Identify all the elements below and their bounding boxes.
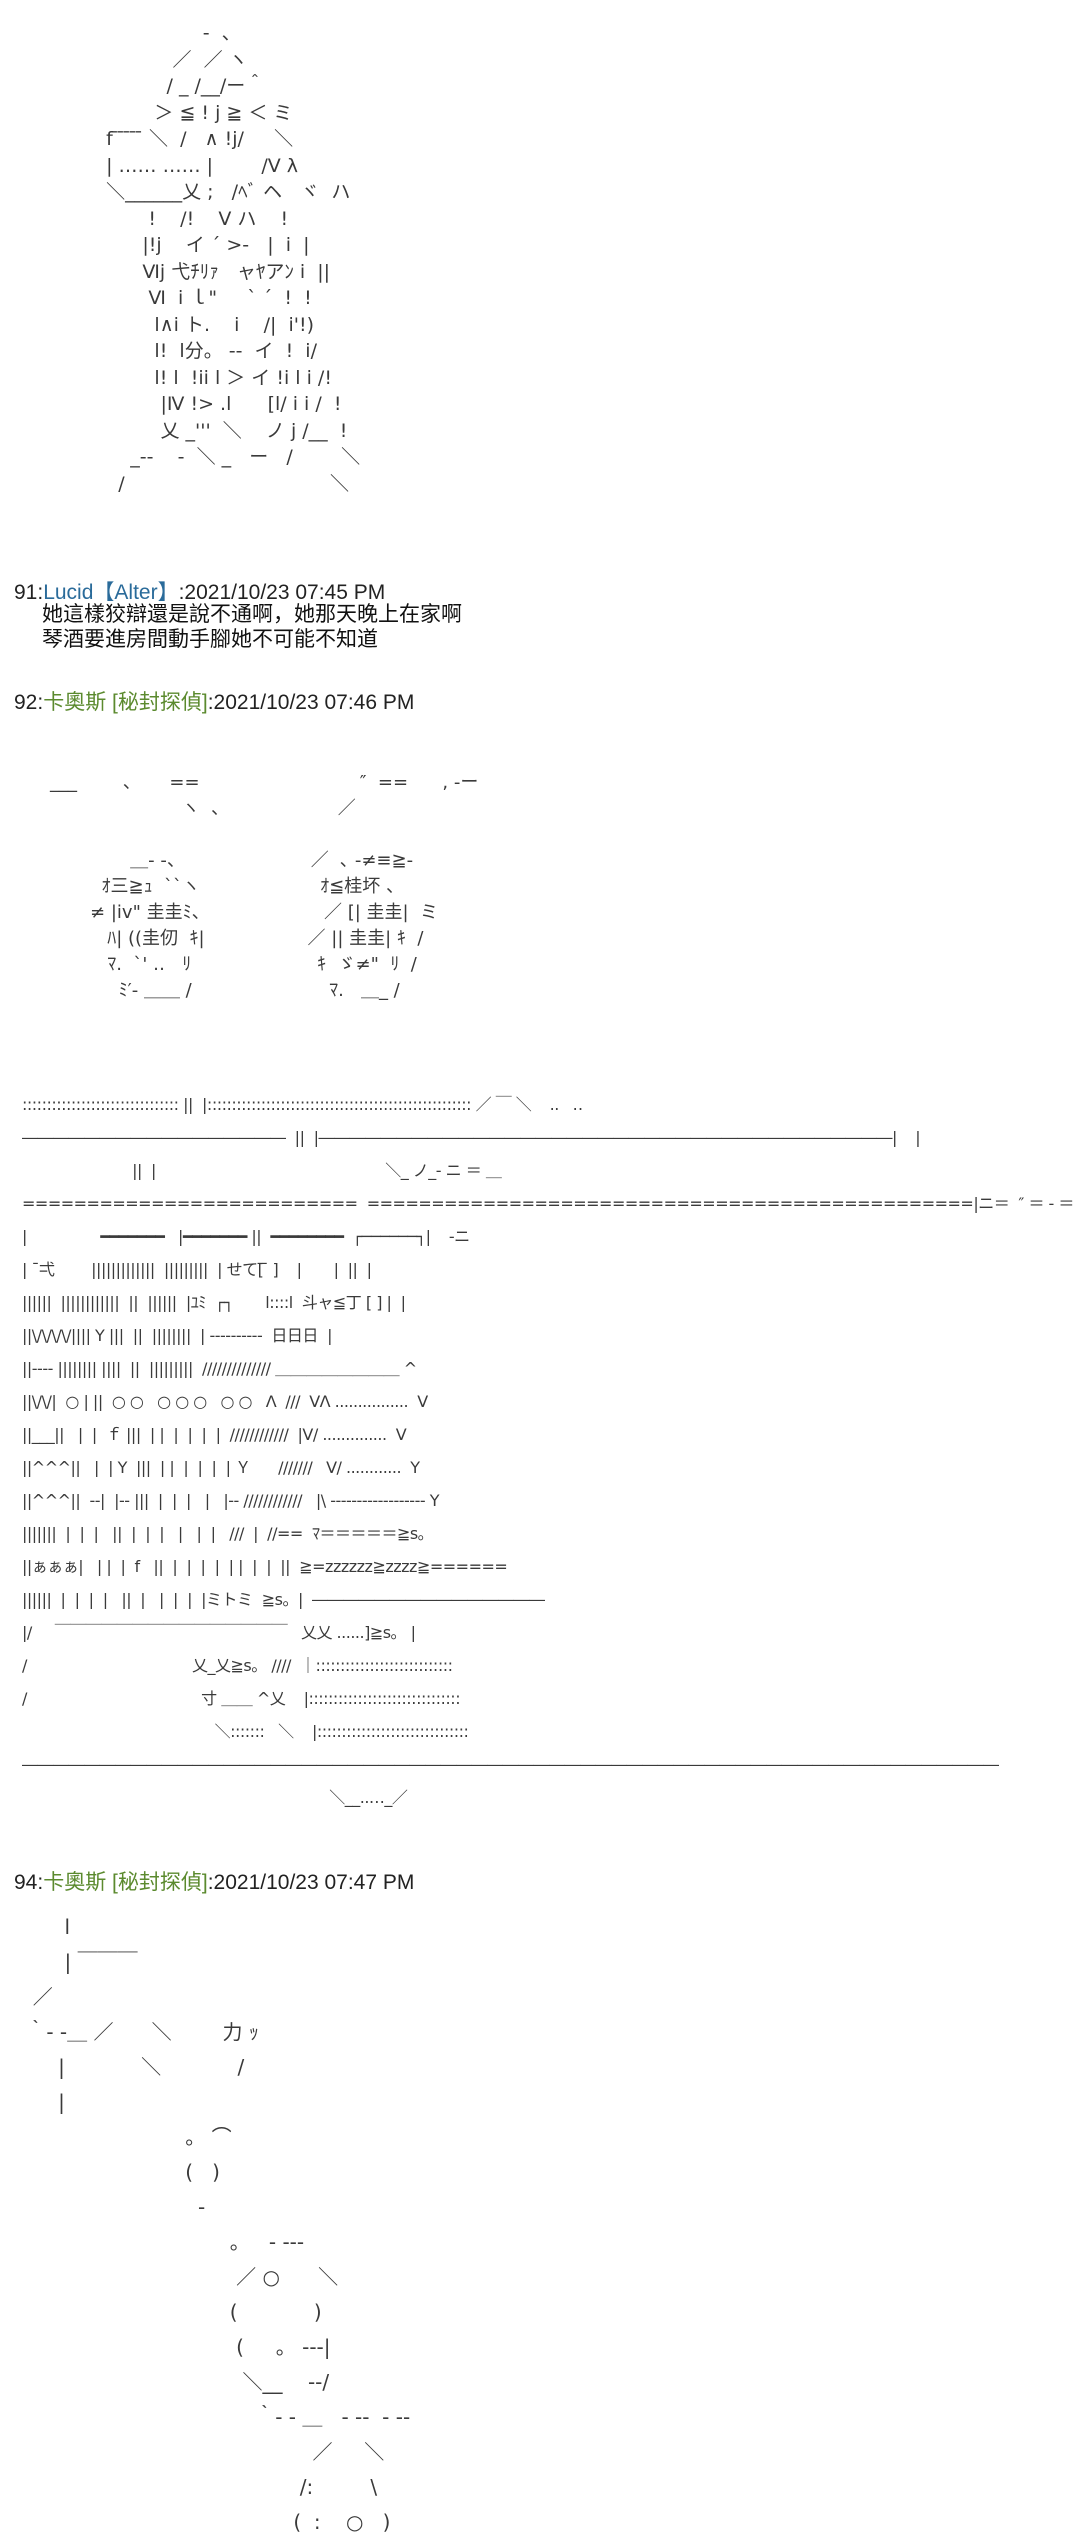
ascii-art-room: :::::::::::::::::::::::::::::::: || |:::…: [22, 1095, 1074, 1807]
post-body-91: 她這樣狡辯還是說不通啊，她那天晚上在家啊 琴酒要進房間動手腳她不可能不知道: [42, 602, 462, 652]
ascii-art-bottom: l | ￣￣￣ ／ ｀‐ ‐＿ ／ ＼ 力 ｯ | ＼ / | 。 ⌒ ( ) …: [26, 1915, 411, 2534]
post-header-91: 91:Lucid【Alter】:2021/10/23 07:45 PM: [14, 576, 385, 606]
post-header-94: 94:卡奧斯 [秘封探偵]:2021/10/23 07:47 PM: [14, 1866, 414, 1896]
post-body-line: 她這樣狡辯還是說不通啊，她那天晚上在家啊: [42, 602, 462, 626]
post-separator: :: [37, 691, 44, 714]
post-timestamp: :2021/10/23 07:47 PM: [207, 1871, 415, 1894]
ascii-art-faces: ___ 、 == ″ == , ‐ー ヽ 、 ／ ＿‐ ‐、 ／ ､ ‐≠≡≧‐…: [50, 772, 479, 1001]
post-separator: :: [37, 1871, 44, 1894]
post-separator: :: [37, 581, 44, 604]
post-number: 92: [14, 691, 38, 714]
post-number: 94: [14, 1871, 38, 1894]
ascii-art-figure: ‐ 、 ／ ／ ヽ / _ /__/ー＾ ＞ ≦ ! j ≧ ＜ ミ f ̄ ̄…: [106, 22, 361, 495]
post-author-link[interactable]: Lucid【Alter】: [43, 581, 179, 604]
post-header-92: 92:卡奧斯 [秘封探偵]:2021/10/23 07:46 PM: [14, 686, 414, 716]
post-number: 91: [14, 581, 38, 604]
post-author-link[interactable]: 卡奧斯 [秘封探偵]: [43, 1871, 208, 1894]
post-author-link[interactable]: 卡奧斯 [秘封探偵]: [43, 691, 208, 714]
post-timestamp: :2021/10/23 07:46 PM: [207, 691, 415, 714]
post-timestamp: :2021/10/23 07:45 PM: [178, 581, 386, 604]
post-body-line: 琴酒要進房間動手腳她不可能不知道: [42, 627, 378, 651]
